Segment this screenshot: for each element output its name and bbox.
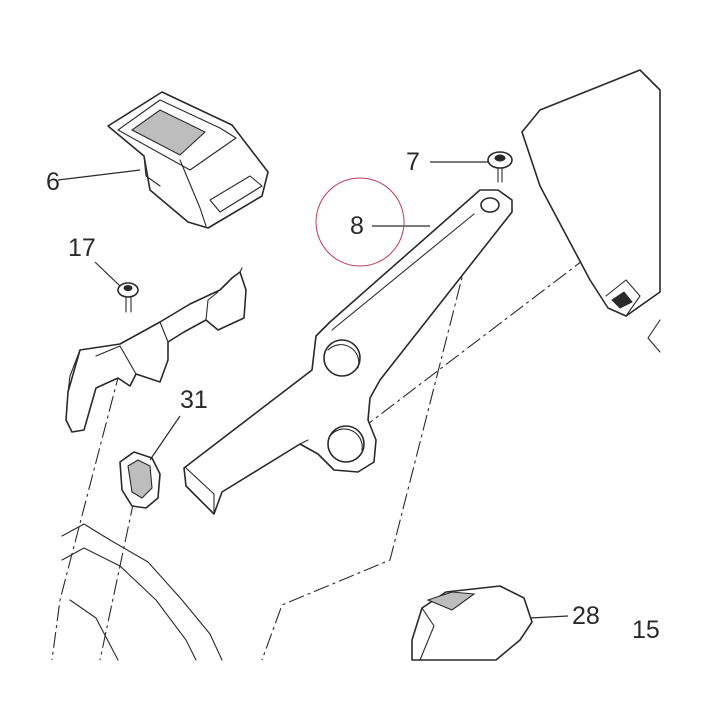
leader-lines (57, 161, 569, 619)
callout-8: 8 (350, 212, 364, 240)
assembly-line-grommet (99, 499, 135, 661)
callout-31: 31 (180, 386, 208, 414)
arm-screw-hole (480, 197, 500, 213)
leader-28 (529, 615, 569, 619)
callout-7: 7 (406, 148, 420, 176)
part-6-bracket (107, 91, 269, 229)
arm-hole-upper (323, 339, 361, 377)
arm-hole-lower (327, 425, 365, 463)
part-31-grommet (119, 451, 161, 509)
part-17-screw (117, 282, 139, 313)
part-28-button (411, 585, 533, 661)
callout-6: 6 (46, 168, 60, 196)
left-bracket (65, 267, 247, 433)
part-8-arm (183, 189, 513, 515)
assembly-line-left (51, 369, 121, 661)
highlight-circle (315, 177, 405, 267)
housing-lower-left (61, 523, 223, 661)
part-7-screw (487, 151, 513, 183)
leader-6 (57, 169, 141, 181)
leader-17 (94, 261, 121, 287)
callout-15: 15 (632, 616, 660, 644)
assembly-lines (51, 257, 587, 661)
assembly-line-right (359, 257, 587, 431)
callout-labels: 6 7 8 17 31 28 15 (46, 148, 660, 644)
callout-17: 17 (68, 234, 96, 262)
callout-28: 28 (572, 602, 600, 630)
assembly-line-bottom (261, 257, 468, 661)
cover-right (521, 69, 661, 353)
leader-31 (149, 415, 181, 461)
